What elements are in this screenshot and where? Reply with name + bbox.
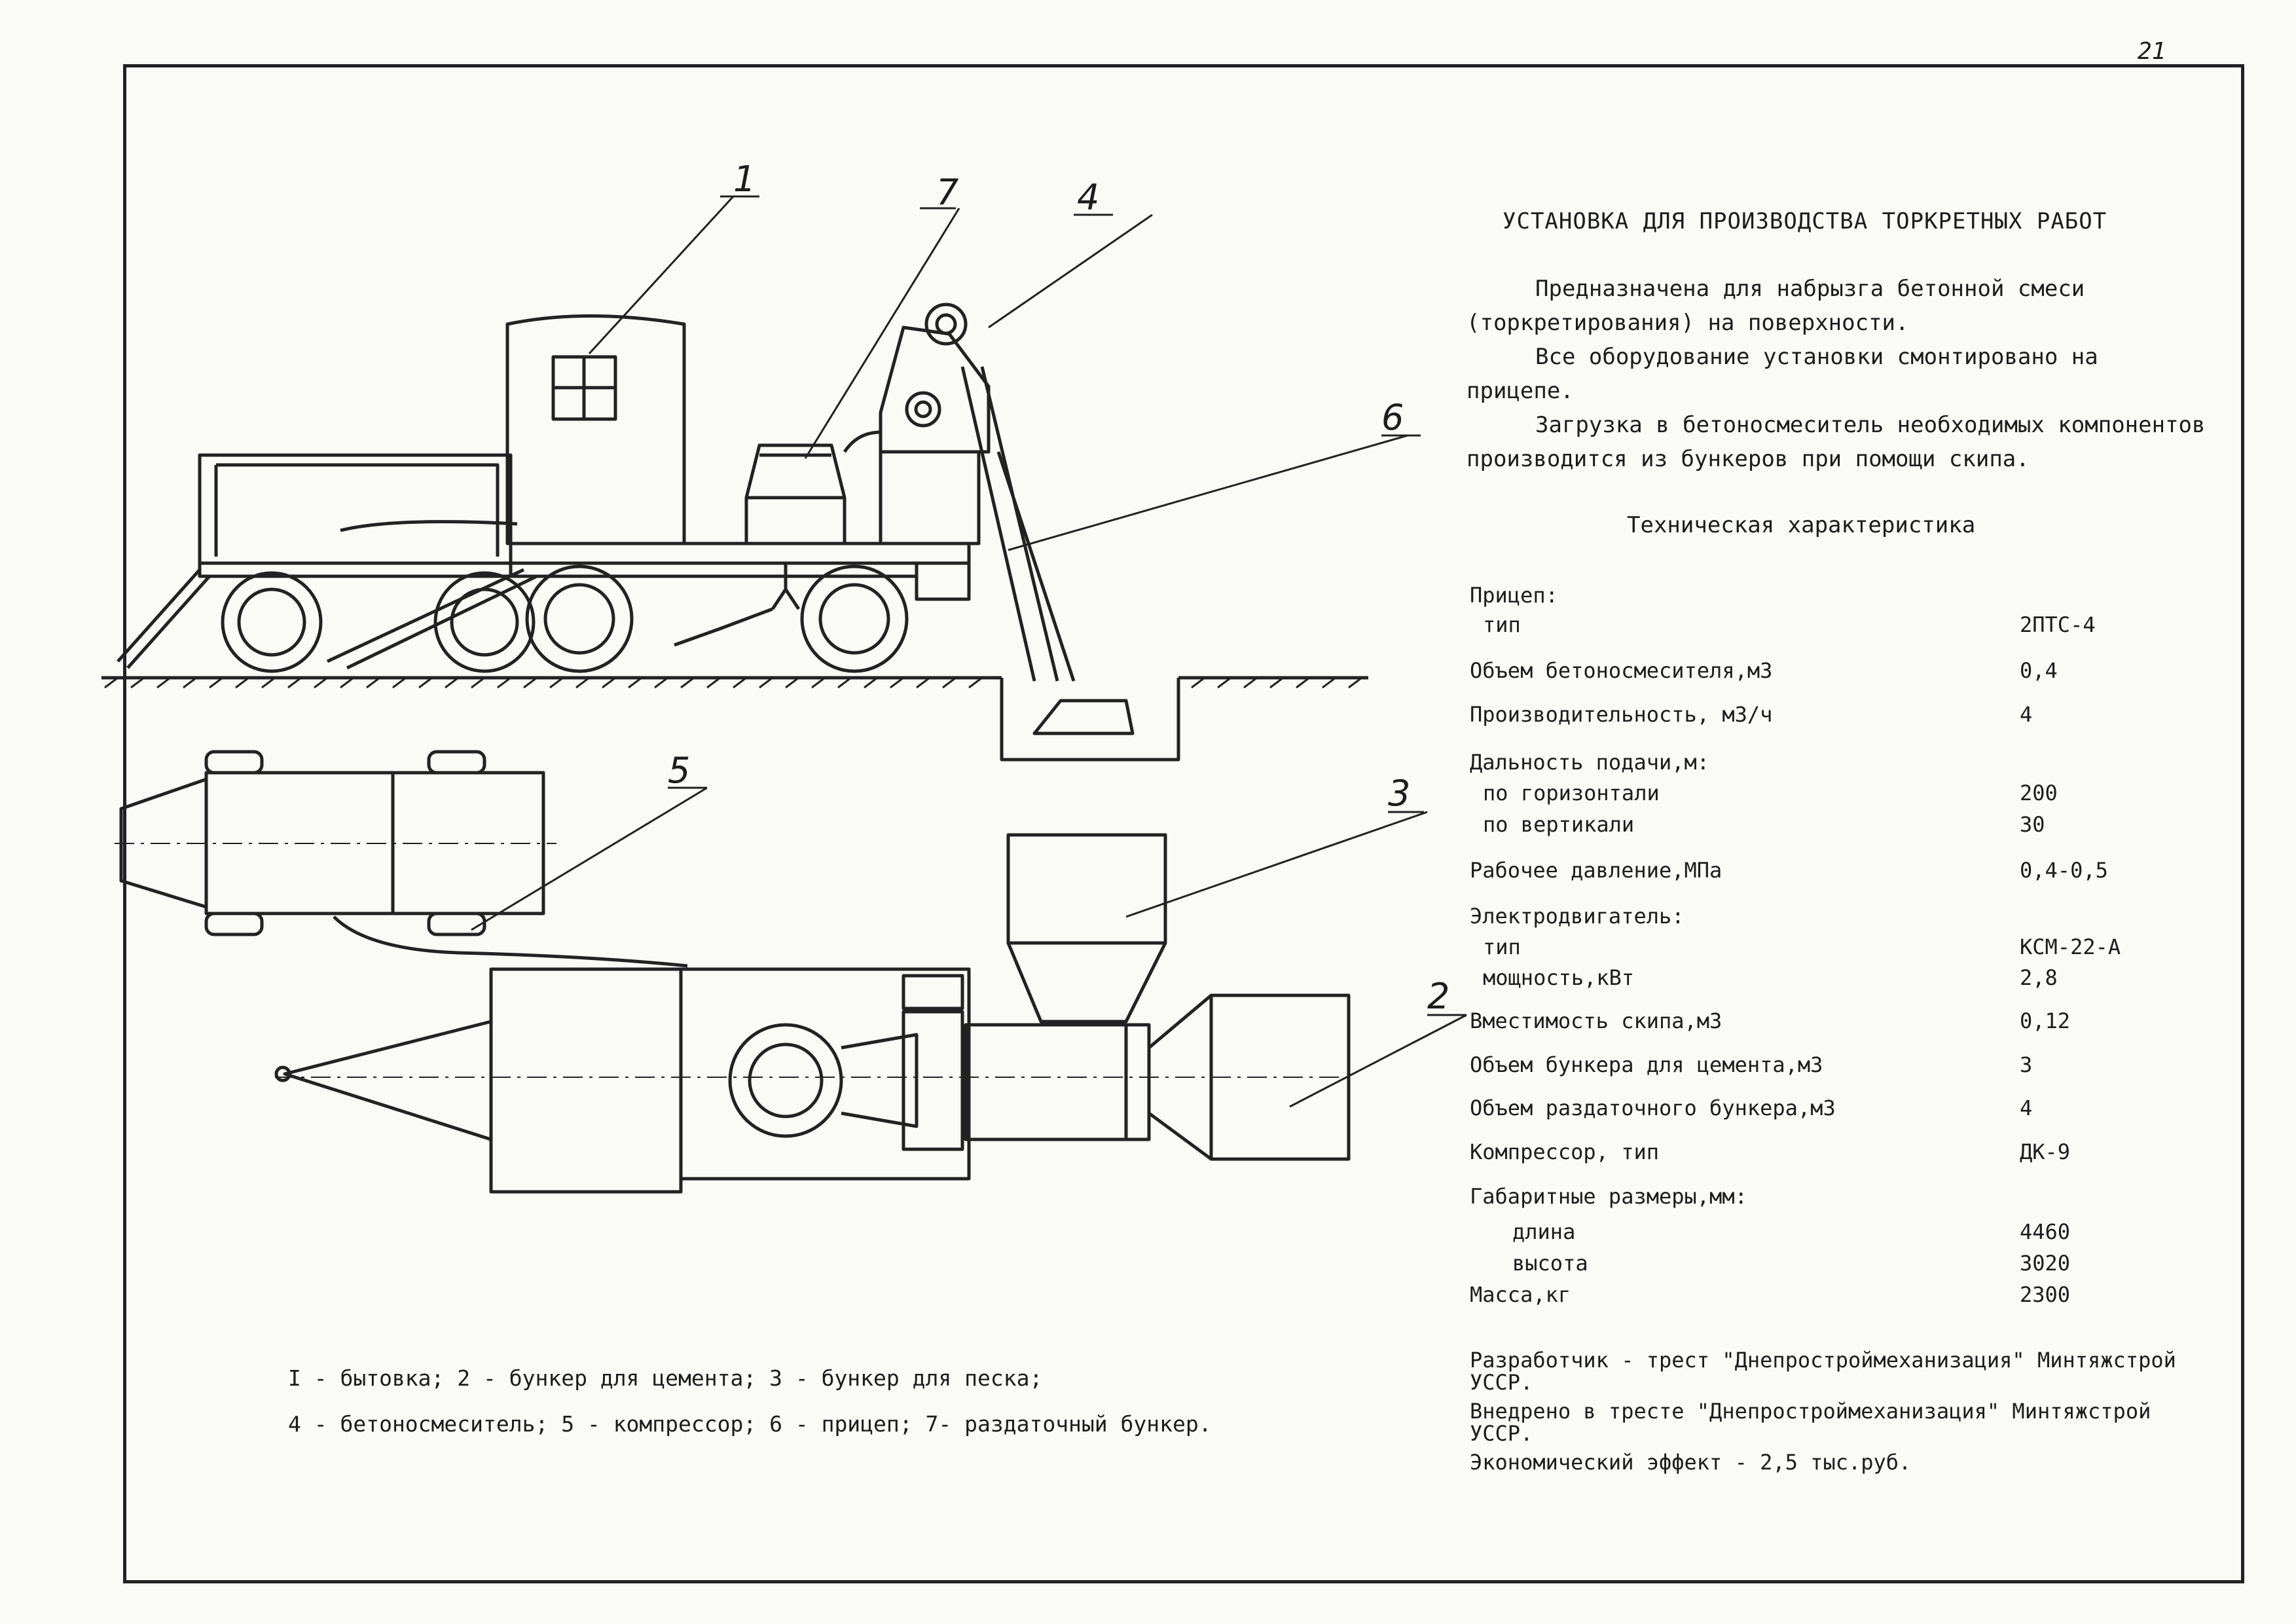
note-implemented: Внедрено в тресте "Днепростроймеханизаци… <box>1470 1399 2151 1446</box>
spec-label: длина <box>1512 1219 1576 1244</box>
callout-4: 4 <box>1077 177 1099 218</box>
wheel-plan <box>427 750 486 775</box>
plan-view <box>115 750 1351 1194</box>
legend-line-2: 4 - бетоносмеситель; 5 - компрессор; 6 -… <box>288 1411 1212 1437</box>
hose <box>340 520 518 532</box>
spec-value: КСМ-22-А <box>2020 934 2121 959</box>
developer-notes: Разработчик - трест "Днепростроймеханиза… <box>1470 1349 2210 1480</box>
spec-label: Объем бункера для цемента,м3 <box>1470 1052 1823 1077</box>
spec-value: 0,4 <box>2020 658 2058 683</box>
note-economic-effect: Экономический эффект - 2,5 тыс.руб. <box>1470 1450 1912 1475</box>
skip-guide <box>960 366 1076 682</box>
wheel <box>221 571 323 673</box>
main-trailer-plan <box>489 967 683 1194</box>
spec-value: 3020 <box>2020 1251 2071 1276</box>
wheel-plan <box>204 912 264 936</box>
description: Предназначена для набрызга бетонной смес… <box>1467 272 2213 476</box>
spec-label: мощность,кВт <box>1483 965 1635 990</box>
callout-1: 1 <box>733 158 756 200</box>
spec-value: ДК-9 <box>2020 1139 2071 1164</box>
wheel <box>525 564 634 673</box>
wheel-plan <box>427 912 486 936</box>
wheel <box>800 564 909 673</box>
spec-value: 2ПТС-4 <box>2020 612 2096 637</box>
ground-hatch <box>104 676 1362 689</box>
spec-label: Производительность, м3/ч <box>1470 702 1773 727</box>
note-developer: Разработчик - трест "Днепростроймеханиза… <box>1470 1348 2176 1395</box>
callout-3: 3 <box>1388 773 1410 814</box>
spec-value: 2,8 <box>2020 965 2058 990</box>
tow-bar-plan <box>119 777 207 909</box>
description-paragraph: Предназначена для набрызга бетонной смес… <box>1467 276 2085 336</box>
receiving-pit <box>1000 678 1180 762</box>
callout-6: 6 <box>1381 397 1404 438</box>
tow-bar <box>117 568 211 669</box>
spec-value: 3 <box>2020 1052 2033 1077</box>
spec-value: 4 <box>2020 702 2033 727</box>
spec-value: 0,12 <box>2020 1008 2071 1033</box>
spec-value: 0,4-0,5 <box>2020 858 2108 883</box>
callout-5: 5 <box>668 750 690 791</box>
spec-label: Объем бетоносмесителя,м3 <box>1470 658 1773 683</box>
spec-label: Рабочее давление,МПа <box>1470 858 1722 883</box>
leader-lines <box>471 195 1467 1108</box>
spec-label: Компрессор, тип <box>1470 1139 1659 1164</box>
spec-value: 4460 <box>2020 1219 2071 1244</box>
spec-heading: Техническая характеристика <box>1627 512 1976 538</box>
spec-label: Электродвигатель: <box>1470 904 1685 929</box>
spec-label: Прицеп: <box>1470 583 1558 608</box>
wheel-plan <box>204 750 264 775</box>
spec-value: 200 <box>2020 781 2058 805</box>
hose-plan <box>333 915 688 968</box>
callouts: 1 7 4 6 5 3 2 <box>668 158 1449 1017</box>
description-paragraph: Загрузка в бетоносмеситель необходимых к… <box>1467 412 2206 472</box>
wheel <box>433 571 536 673</box>
spec-label: по вертикали <box>1483 812 1635 837</box>
drawing-frame <box>123 64 2244 1583</box>
page-title: УСТАНОВКА ДЛЯ ПРОИЗВОДСТВА ТОРКРЕТНЫХ РА… <box>1503 208 2107 234</box>
main-frame-plan <box>681 967 971 1181</box>
side-view <box>101 303 1368 762</box>
callout-7: 7 <box>936 172 958 213</box>
spec-value: 30 <box>2020 812 2045 837</box>
spec-label: тип <box>1483 934 1521 959</box>
spec-label: Масса,кг <box>1470 1282 1571 1307</box>
spec-label: высота <box>1512 1251 1588 1276</box>
page-number: 21 <box>2138 38 2166 65</box>
mixer-drum-plan <box>728 1023 843 1138</box>
legend-line-1: I - бытовка; 2 - бункер для цемента; 3 -… <box>288 1365 1043 1391</box>
spec-label: Объем раздаточного бункера,м3 <box>1470 1096 1836 1120</box>
drawbar-plan <box>283 1020 492 1141</box>
drawbar <box>326 568 538 670</box>
spec-label: по горизонтали <box>1483 781 1660 805</box>
description-paragraph: Все оборудование установки смонтировано … <box>1467 344 2098 404</box>
spec-label: Дальность подачи,м: <box>1470 750 1710 775</box>
cabin <box>505 314 686 545</box>
spec-label: Вместимость скипа,м3 <box>1470 1008 1722 1033</box>
spec-value: 2300 <box>2020 1282 2071 1307</box>
spec-value: 4 <box>2020 1096 2033 1120</box>
callout-2: 2 <box>1427 976 1449 1017</box>
spec-label: тип <box>1483 612 1521 637</box>
spec-label: Габаритные размеры,мм: <box>1470 1184 1747 1209</box>
